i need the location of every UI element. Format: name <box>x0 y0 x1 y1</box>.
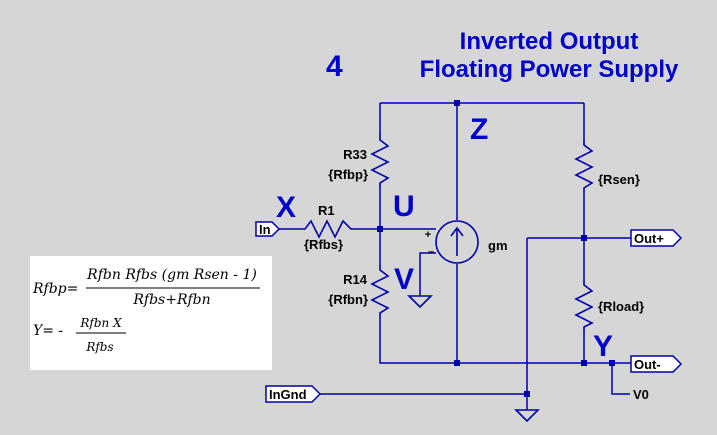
resistor-r33-symbol[interactable] <box>370 135 390 188</box>
eq2-denominator: Rfbs <box>85 340 113 354</box>
node-label-x: X <box>276 191 296 224</box>
node-label-v: V <box>394 263 414 296</box>
r14-ref-label: R14 <box>343 272 368 287</box>
eq1-numerator: Rfbn Rfbs (gm Rsen - 1) <box>86 267 257 283</box>
r1-ref-label: R1 <box>318 203 335 218</box>
gm-minus-sign: – <box>428 246 434 258</box>
svg-text:In: In <box>259 222 271 237</box>
resistor-rload-symbol[interactable] <box>574 280 594 330</box>
eq1-lhs: Rfbp= <box>32 281 78 297</box>
gm-label: gm <box>488 238 508 253</box>
svg-text:InGnd: InGnd <box>269 387 307 402</box>
svg-text:Out-: Out- <box>634 357 661 372</box>
gm-plus-sign: + <box>425 229 431 241</box>
r14-value-label: {Rfbn} <box>328 292 368 307</box>
port-in[interactable]: In <box>255 221 281 237</box>
net-label-v0: V0 <box>633 387 649 402</box>
resistor-rsen-symbol[interactable] <box>574 140 594 192</box>
r1-value-label: {Rfbs} <box>304 237 343 252</box>
title-line1: Inverted Output <box>460 28 639 55</box>
resistor-r14-symbol[interactable] <box>370 265 390 318</box>
ground-icon <box>407 295 433 309</box>
r33-ref-label: R33 <box>343 147 367 162</box>
equation-panel: Rfbp= Rfbn Rfbs (gm Rsen - 1) Rfbs+Rfbn … <box>30 256 272 370</box>
rsen-value-label: {Rsen} <box>598 172 640 187</box>
eq1-denominator: Rfbs+Rfbn <box>132 292 210 308</box>
svg-text:Out+: Out+ <box>634 231 664 246</box>
node-label-z: Z <box>470 113 488 146</box>
port-out-plus[interactable]: Out+ <box>630 229 683 247</box>
page-number: 4 <box>326 50 343 83</box>
title-line2: Floating Power Supply <box>420 56 679 83</box>
wires <box>278 102 634 410</box>
gm-current-source[interactable] <box>435 220 479 264</box>
rload-value-label: {Rload} <box>598 299 644 314</box>
node-label-y: Y <box>593 330 613 363</box>
junction-nodes <box>377 100 615 397</box>
eq2-numerator: Rfbn X <box>79 316 122 330</box>
eq2-lhs: Y= - <box>33 323 63 339</box>
r33-value-label: {Rfbp} <box>328 167 368 182</box>
resistor-r1-symbol[interactable] <box>300 219 357 239</box>
port-ingnd[interactable]: InGnd <box>265 385 322 403</box>
ground-icon-2 <box>514 409 540 423</box>
node-label-u: U <box>393 190 415 223</box>
port-out-minus[interactable]: Out- <box>630 355 683 373</box>
